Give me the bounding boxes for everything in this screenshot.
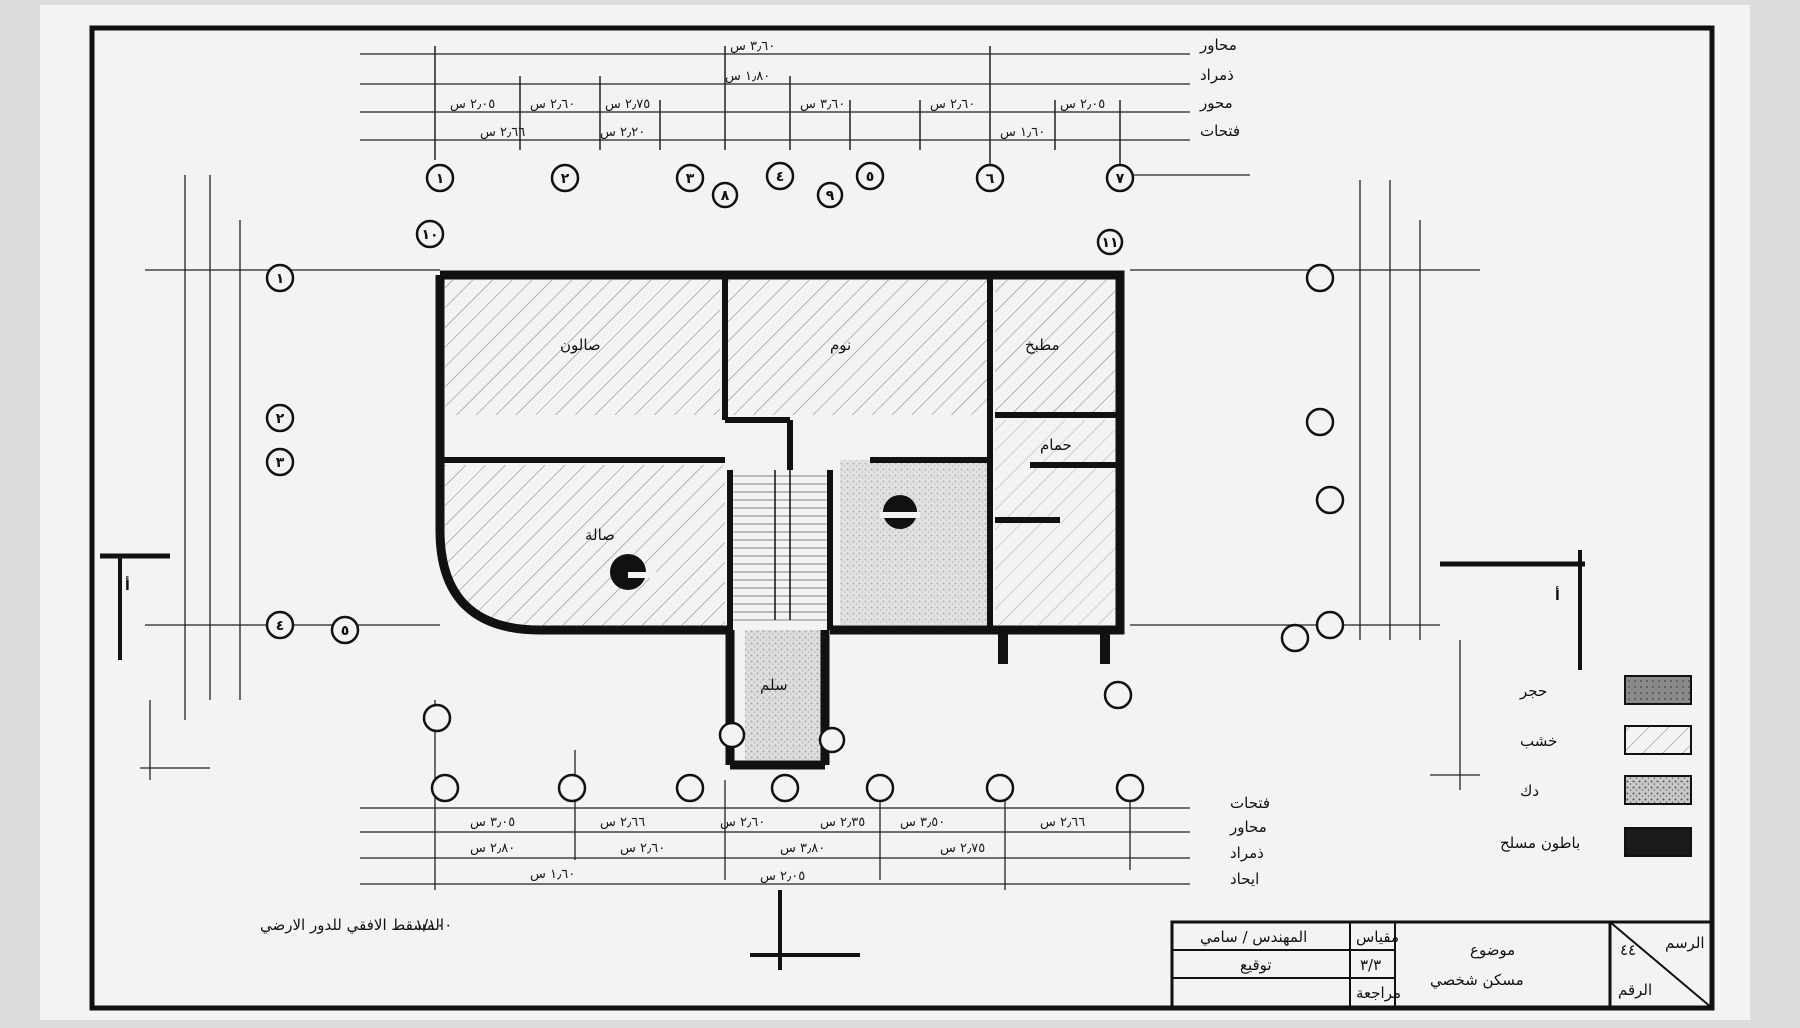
- title-block-engineer: المهندس / سامي: [1200, 928, 1307, 947]
- legend-swatch-wood: [1624, 725, 1692, 755]
- bottom-row-label-3: ايحاد: [1230, 870, 1259, 888]
- room-stair: سلم: [760, 676, 788, 694]
- axis-top-7: ٨: [721, 188, 730, 204]
- bottom-dim-7: ٢٫٦٠ س: [620, 841, 665, 856]
- axis-side-0: ١: [276, 271, 285, 287]
- title-block-signature: توقيع: [1240, 956, 1272, 974]
- north-arrow: [750, 890, 860, 970]
- top-dimension-chains: [360, 53, 1250, 176]
- axis-bubble-labels-side: ١ ٢ ٣ ٤ ٥: [276, 271, 350, 639]
- axis-bubbles-top: [415, 161, 1135, 256]
- top-dim-0: ٢٫٠٥ س: [450, 97, 495, 112]
- axis-side-4: ٥: [341, 623, 350, 639]
- bottom-dim-9: ٢٫٧٥ س: [940, 841, 985, 856]
- room-living: صالة: [585, 526, 615, 544]
- room-bath: حمام: [1040, 436, 1072, 454]
- axis-side-3: ٤: [276, 618, 285, 634]
- top-dimension-values: ٢٫٠٥ س ٢٫٦٠ س ٢٫٧٥ س ٣٫٦٠ س ١٫٨٠ س ٣٫٦٠ …: [450, 39, 1105, 140]
- legend-label-fill: دك: [1520, 782, 1539, 800]
- section-label-right: أ: [1555, 586, 1560, 604]
- top-dim-9: ٢٫٠٥ س: [1060, 97, 1105, 112]
- axis-top-2: ٣: [686, 171, 695, 187]
- top-dim-8: ٢٫٦٠ س: [930, 97, 975, 112]
- bottom-row-labels: فتحات محاور ذمراد ايحاد: [1229, 794, 1270, 888]
- bottom-dim-11: ١٫٦٠ س: [530, 867, 575, 882]
- title-block-project: موضوع: [1470, 941, 1515, 959]
- top-row-label-1: ذمراد: [1200, 66, 1234, 84]
- title-block-sheet-no: ٤٤: [1620, 941, 1636, 959]
- axis-top-4: ٥: [866, 169, 875, 185]
- legend-swatch-concrete: [1624, 827, 1692, 857]
- legend-label-wood: خشب: [1520, 732, 1557, 750]
- top-dim-5: ٣٫٦٠ س: [800, 97, 845, 112]
- title-block-text: المهندس / سامي توقيع مقياس ٣/٣ مراجعة مو…: [1200, 928, 1705, 1002]
- axis-top-6: ٧: [1116, 171, 1125, 187]
- bottom-dim-1: ٢٫٦٦ س: [600, 815, 645, 830]
- bottom-dim-10: ٢٫٠٥ س: [760, 869, 805, 884]
- axis-top-5: ٦: [986, 171, 995, 187]
- title-block-stamp2: الرقم: [1618, 981, 1652, 999]
- top-dimension-ticks: [434, 46, 1121, 170]
- top-dim-10: ١٫٦٠ س: [1000, 125, 1045, 140]
- axis-top-0: ١: [436, 171, 445, 187]
- bottom-dim-0: ٣٫٠٥ س: [470, 815, 515, 830]
- axis-top-3: ٤: [776, 169, 785, 185]
- title-block-stamp1: الرسم: [1665, 934, 1705, 952]
- room-salon: صالون: [560, 336, 601, 354]
- title-block-scale-label: مقياس: [1356, 928, 1399, 946]
- axis-side-1: ٢: [276, 411, 285, 427]
- drawing-title: المسقط الافقي للدور الارضي: [260, 916, 444, 935]
- top-row-label-3: فتحات: [1200, 122, 1240, 140]
- axis-top-8: ٩: [826, 188, 835, 204]
- room-kitchen: مطبخ: [1025, 336, 1060, 354]
- top-dim-3: ٣٫٦٠ س: [730, 39, 775, 54]
- section-label-left: أ: [125, 576, 130, 594]
- top-dim-4: ١٫٨٠ س: [725, 69, 770, 84]
- section-marker-right: أ: [1440, 550, 1585, 670]
- bottom-row-label-0: فتحات: [1230, 794, 1270, 812]
- bottom-dim-6: ٢٫٨٠ س: [470, 841, 515, 856]
- bottom-dim-8: ٣٫٨٠ س: [780, 841, 825, 856]
- axis-top-10: ١١: [1101, 235, 1118, 251]
- room-labels: صالة نوم مطبخ حمام سلم صالون: [560, 336, 1072, 694]
- top-row-label-2: محور: [1199, 94, 1233, 112]
- bottom-row-label-2: ذمراد: [1230, 844, 1264, 862]
- legend-label-stone: حجر: [1519, 682, 1547, 700]
- axis-top-1: ٢: [561, 171, 570, 187]
- top-dim-2: ٢٫٧٥ س: [605, 97, 650, 112]
- title-block-project-sub: مسكن شخصي: [1430, 971, 1524, 990]
- top-dim-1: ٢٫٦٠ س: [530, 97, 575, 112]
- title-block-sheet: ٣/٣: [1360, 956, 1381, 974]
- bottom-axis-bubbles: [422, 680, 1145, 803]
- drawing-scale: ١/١٠٠: [415, 916, 452, 934]
- material-legend: حجر خشب دك باطون مسلح: [1500, 675, 1692, 857]
- bottom-dim-4: ٣٫٥٠ س: [900, 815, 945, 830]
- axis-top-9: ١٠: [421, 227, 438, 243]
- top-row-label-0: محاور: [1199, 36, 1237, 54]
- top-dim-6: ٢٫٢٠ س: [600, 125, 645, 140]
- legend-swatch-stone: [1624, 675, 1692, 705]
- legend-label-concrete: باطون مسلح: [1500, 834, 1580, 852]
- bottom-dim-5: ٢٫٦٦ س: [1040, 815, 1085, 830]
- bottom-dim-3: ٢٫٣٥ س: [820, 815, 865, 830]
- room-bedroom: نوم: [830, 336, 851, 354]
- top-row-labels: محاور ذمراد محور فتحات: [1199, 36, 1240, 140]
- bottom-dim-2: ٢٫٦٠ س: [720, 815, 765, 830]
- sheet-border: [89, 25, 1715, 1011]
- building-plan: [435, 270, 1125, 770]
- axis-bubbles-side: [265, 263, 1345, 653]
- bottom-row-label-1: محاور: [1229, 818, 1267, 836]
- section-marker-left: أ: [100, 553, 170, 660]
- axis-side-2: ٣: [276, 455, 285, 471]
- title-block: [1170, 920, 1714, 1010]
- bottom-dimension-values: ٣٫٠٥ س ٢٫٦٦ س ٢٫٦٠ س ٢٫٣٥ س ٣٫٥٠ س ٢٫٦٦ …: [470, 815, 1085, 884]
- top-dim-7: ٢٫٦٦ س: [480, 125, 525, 140]
- side-dimension-lines: [140, 175, 1480, 790]
- legend-swatch-fill: [1624, 775, 1692, 805]
- title-block-review: مراجعة: [1356, 984, 1401, 1002]
- axis-bubble-labels-top: ١ ٢ ٣ ٤ ٥ ٦ ٧ ٨ ٩ ١٠ ١١: [421, 169, 1124, 251]
